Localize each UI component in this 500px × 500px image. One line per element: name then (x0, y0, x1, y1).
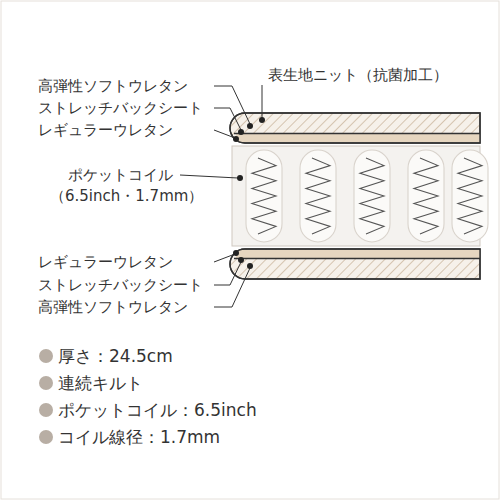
spec-text: コイル線径：1.7mm (58, 426, 220, 448)
layer-label: ストレッチバックシート (38, 276, 203, 294)
coil-spec-label: （6.5inch・1.7mm） (50, 187, 203, 205)
layer-label: レギュラーウレタン (38, 253, 173, 271)
layer-label: ストレッチバックシート (38, 99, 203, 117)
leader-dots (233, 117, 265, 269)
bullet-dots (39, 349, 53, 444)
spec-text: 連続キルト (58, 372, 143, 394)
spec-text: 厚さ：24.5cm (58, 345, 173, 367)
spec-text: ポケットコイル：6.5inch (58, 399, 257, 421)
cover-label: 表生地ニット（抗菌加工） (268, 66, 448, 84)
layer-label: レギュラーウレタン (38, 121, 173, 139)
layer-label: 高弾性ソフトウレタン (38, 77, 188, 95)
layer-label: 高弾性ソフトウレタン (38, 298, 188, 316)
coil-label: ポケットコイル (68, 166, 173, 184)
